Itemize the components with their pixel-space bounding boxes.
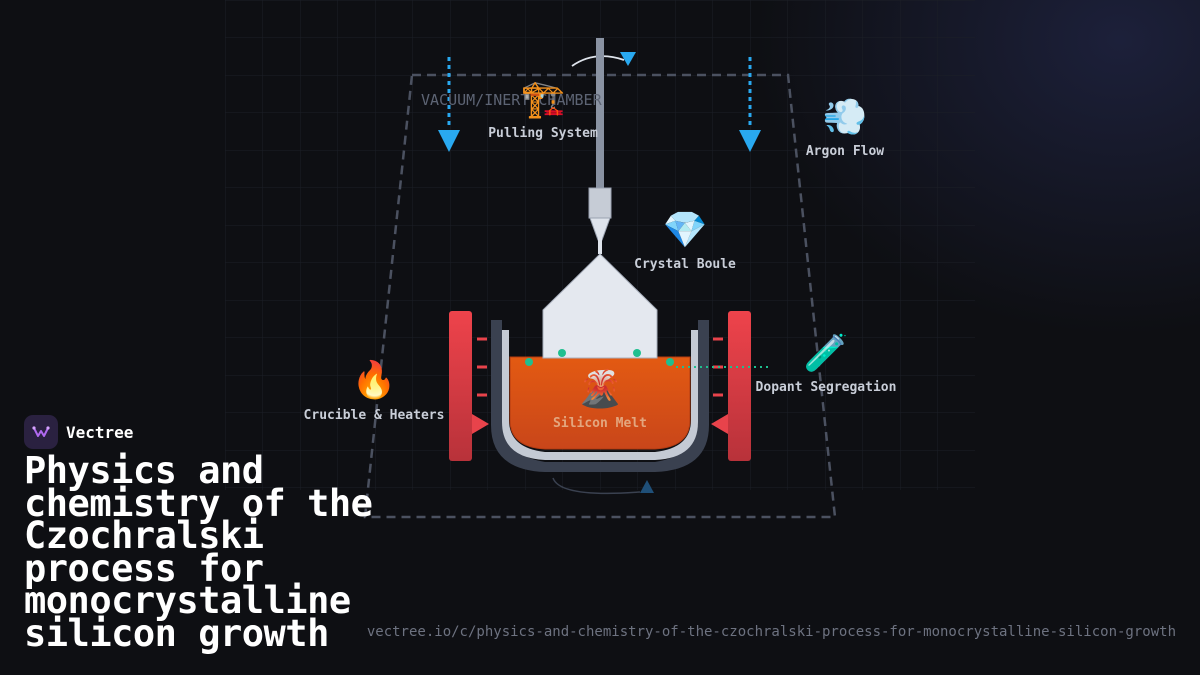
brand: Vectree — [24, 415, 133, 449]
argon-arrow-right — [739, 57, 761, 152]
dash-wind-icon: 💨 — [822, 97, 868, 138]
silicon-melt-label: Silicon Melt — [553, 416, 647, 431]
heat-arrow-left — [472, 414, 489, 434]
argon-arrow-left — [438, 57, 460, 152]
page-title: Physics and chemistry of the Czochralski… — [24, 449, 373, 655]
quartz-crucible — [502, 330, 698, 460]
test-tube-icon: 🧪 — [803, 333, 849, 374]
neck — [598, 238, 602, 254]
crucible-rotation-arrow — [552, 477, 654, 495]
chamber-label: VACUUM/INERT CHAMBER — [421, 91, 602, 109]
fire-icon: 🔥 — [351, 360, 397, 401]
heat-ticks — [477, 337, 723, 397]
pull-rod — [596, 38, 604, 190]
dopant-atoms — [525, 349, 674, 366]
brand-name: Vectree — [66, 422, 134, 442]
volcano-icon: 🌋 — [577, 369, 623, 410]
crane-icon: 🏗️ — [520, 79, 566, 120]
seed-chuck — [588, 187, 612, 219]
vectree-logo-icon — [24, 415, 58, 449]
pulling-system-label: Pulling System — [488, 126, 598, 141]
silicon-melt — [509, 356, 691, 450]
dopant-segregation-label: Dopant Segregation — [755, 380, 897, 395]
argon-flow-label: Argon Flow — [805, 144, 885, 159]
heat-arrow-right — [711, 414, 728, 434]
crucible-heaters-label: Crucible & Heaters — [303, 408, 445, 423]
heater-right — [728, 311, 751, 461]
crystal-boule — [542, 253, 658, 359]
graphite-susceptor — [491, 320, 709, 472]
heater-left — [449, 311, 472, 461]
crystal-boule-label: Crystal Boule — [634, 257, 736, 272]
page-url: vectree.io/c/physics-and-chemistry-of-th… — [366, 624, 1176, 640]
gem-icon: 💎 — [662, 210, 708, 251]
